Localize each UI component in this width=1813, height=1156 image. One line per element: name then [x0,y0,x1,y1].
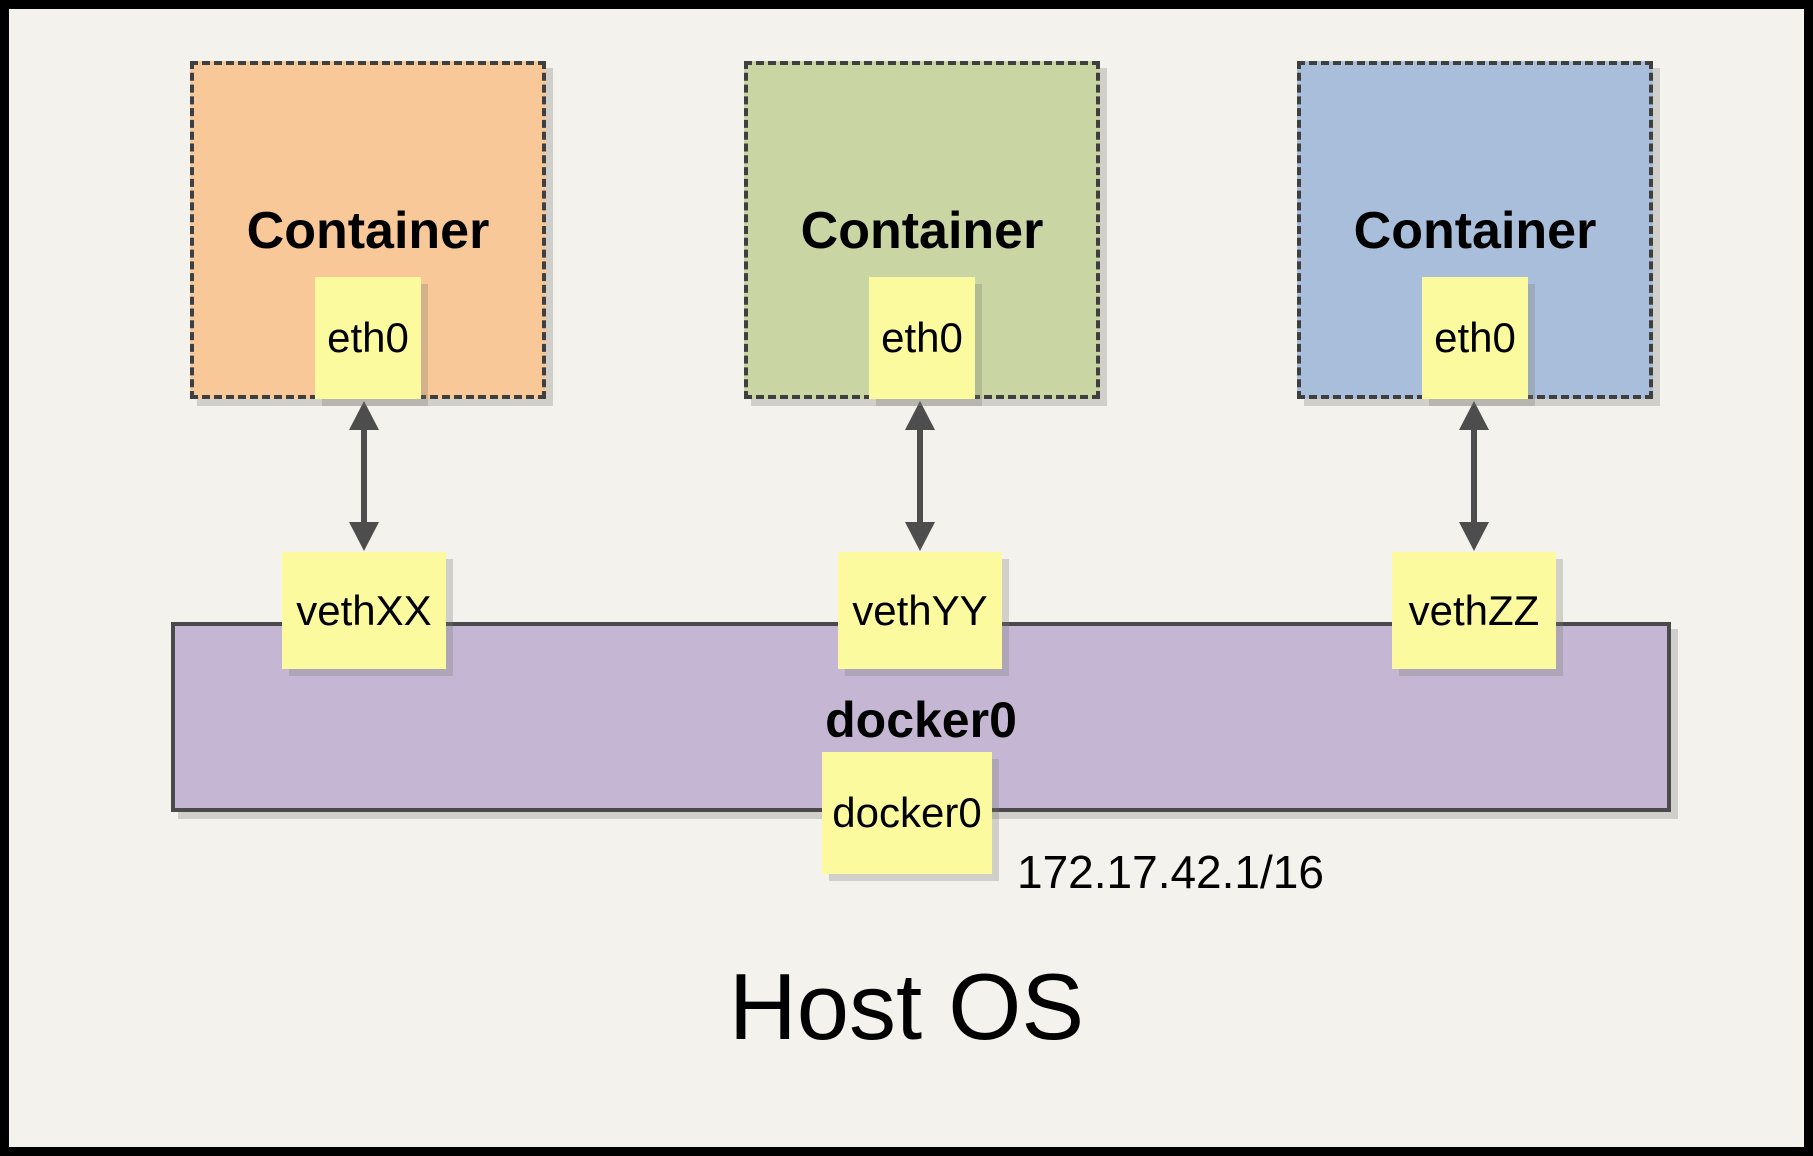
eth0-label: eth0 [881,314,963,361]
veth-box-2: vethYY [838,552,1002,669]
veth-label: vethYY [852,586,988,634]
eth0-label: eth0 [327,314,409,361]
container-label: Container [800,202,1044,260]
container-box-3: Container eth0 [1297,61,1653,399]
bridge-ip-label: 172.17.42.1/16 [1017,846,1324,898]
container-box-1: Container eth0 [190,61,546,399]
eth0-label: eth0 [1434,314,1516,361]
veth-box-1: vethXX [282,552,446,669]
docker0-bridge-label: docker0 [825,692,1017,748]
eth0-interface-box: eth0 [315,277,421,399]
double-arrow-icon [349,401,379,551]
eth0-interface-box: eth0 [1422,277,1528,399]
double-arrow-icon [905,401,935,551]
container-label: Container [246,202,490,260]
host-os-title: Host OS [728,954,1085,1059]
docker0-interface-box: docker0 [822,752,992,874]
docker0-interface-label: docker0 [832,789,982,836]
double-arrow-icon [1459,401,1489,551]
veth-label: vethXX [296,586,432,634]
veth-label: vethZZ [1408,586,1540,634]
veth-box-3: vethZZ [1392,552,1556,669]
container-box-2: Container eth0 [744,61,1100,399]
eth0-interface-box: eth0 [869,277,975,399]
container-label: Container [1353,202,1597,260]
